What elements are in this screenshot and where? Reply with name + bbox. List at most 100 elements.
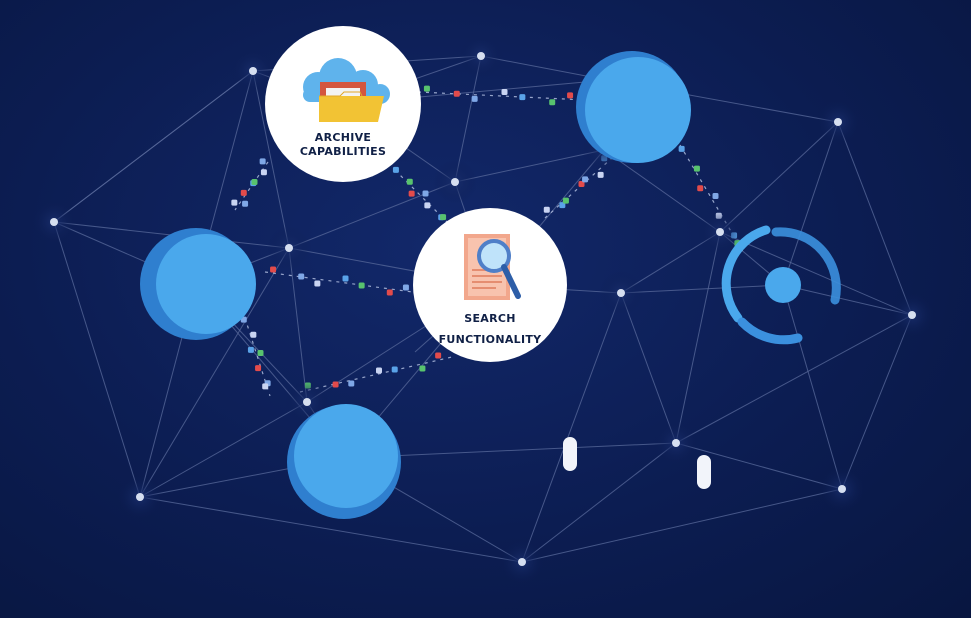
packet-trail xyxy=(244,317,271,397)
network-edge xyxy=(139,401,308,498)
document-magnifier-icon xyxy=(464,234,521,300)
data-packet-icon xyxy=(255,365,262,372)
sphere-top-right xyxy=(576,51,691,163)
node-dot xyxy=(249,67,257,75)
data-packet-icon xyxy=(257,350,264,356)
node-dot xyxy=(50,218,58,226)
data-packet-icon xyxy=(270,266,277,273)
node-dot xyxy=(303,398,311,406)
network-edge xyxy=(675,314,913,444)
data-packet-icon xyxy=(242,200,249,207)
data-packet-icon xyxy=(386,289,393,296)
network-edge xyxy=(288,247,308,403)
data-packet-icon xyxy=(408,190,415,197)
node-dot xyxy=(617,289,625,297)
data-packet-icon xyxy=(298,273,305,280)
data-packet-icon xyxy=(247,346,254,353)
node-dot xyxy=(834,118,842,126)
node-dot xyxy=(136,493,144,501)
data-packet-icon xyxy=(597,171,604,178)
network-edge xyxy=(675,231,721,444)
data-packet-icon xyxy=(693,165,700,172)
node-dot xyxy=(716,228,724,236)
data-packet-icon xyxy=(440,214,447,221)
node-dot xyxy=(285,244,293,252)
data-packet-icon xyxy=(262,383,269,390)
network-edge xyxy=(139,247,290,498)
network-edge xyxy=(603,149,721,233)
archive-capabilities-card: ARCHIVE CAPABILITIES xyxy=(265,26,421,182)
data-packet-icon xyxy=(549,99,556,106)
packet-trail xyxy=(299,356,453,393)
network-edge xyxy=(53,221,141,498)
data-packet-icon xyxy=(559,202,566,209)
node-dot xyxy=(838,485,846,493)
node-dot xyxy=(672,439,680,447)
network-edge xyxy=(454,149,605,183)
search-label-line1: SEARCH xyxy=(464,312,516,325)
data-packet-icon xyxy=(562,197,569,204)
cloud-folder-icon xyxy=(303,58,390,122)
data-packet-icon xyxy=(342,275,349,282)
data-packet-icon xyxy=(402,284,409,291)
data-packet-icon xyxy=(251,179,258,185)
sphere-bottom xyxy=(287,404,401,519)
network-edge xyxy=(782,121,839,286)
packet-trail xyxy=(264,271,421,294)
data-packet-icon xyxy=(419,365,426,372)
data-packet-icon xyxy=(406,178,413,185)
data-packet-icon xyxy=(250,331,257,338)
data-packet-icon xyxy=(424,202,431,209)
data-packet-icon xyxy=(471,95,478,102)
data-packet-icon xyxy=(358,282,365,289)
archive-label-line1: ARCHIVE xyxy=(315,131,371,144)
data-packet-icon xyxy=(435,352,442,359)
data-packet-icon xyxy=(578,181,585,187)
network-edge xyxy=(675,442,843,490)
data-packet-icon xyxy=(392,166,399,173)
data-packet-icon xyxy=(231,199,238,206)
data-packet-icon xyxy=(453,90,460,97)
network-edge xyxy=(252,70,290,249)
data-packet-icon xyxy=(519,94,526,101)
network-edge xyxy=(139,496,523,563)
data-packet-icon xyxy=(567,92,574,99)
node-dot xyxy=(477,52,485,60)
data-packet-icon xyxy=(543,206,550,213)
data-packet-icon xyxy=(582,176,589,183)
data-packet-icon xyxy=(423,85,430,92)
data-packet-icon xyxy=(348,380,355,387)
data-packet-icon xyxy=(240,189,247,196)
data-packet-icon xyxy=(259,158,266,165)
network-edge xyxy=(53,70,254,223)
network-edge xyxy=(782,284,913,316)
data-packet-icon xyxy=(697,185,704,192)
sphere-left xyxy=(140,228,256,340)
network-edge xyxy=(841,314,913,490)
data-packet-icon xyxy=(501,89,508,95)
network-edge xyxy=(521,442,677,563)
network-edge xyxy=(521,292,622,563)
data-packet-icon xyxy=(391,366,398,373)
archive-label-line2: CAPABILITIES xyxy=(300,145,386,158)
data-packet-icon xyxy=(376,367,382,374)
data-packet-icon xyxy=(260,169,267,176)
network-edge xyxy=(620,292,677,444)
data-packet-icon xyxy=(332,381,339,388)
network-edge xyxy=(719,231,913,316)
data-packet-icon xyxy=(422,190,429,197)
data-packet-icon xyxy=(678,145,685,152)
network-edge xyxy=(620,284,784,294)
network-edge xyxy=(719,121,839,233)
pill-marker xyxy=(563,437,577,471)
loading-ring-icon xyxy=(721,225,841,345)
node-dot xyxy=(518,558,526,566)
network-edge xyxy=(782,284,843,490)
search-label-line2: FUNCTIONALITY xyxy=(439,333,543,346)
network-edge xyxy=(837,121,913,316)
node-dot xyxy=(908,311,916,319)
node-dot xyxy=(451,178,459,186)
pill-marker xyxy=(697,455,711,489)
